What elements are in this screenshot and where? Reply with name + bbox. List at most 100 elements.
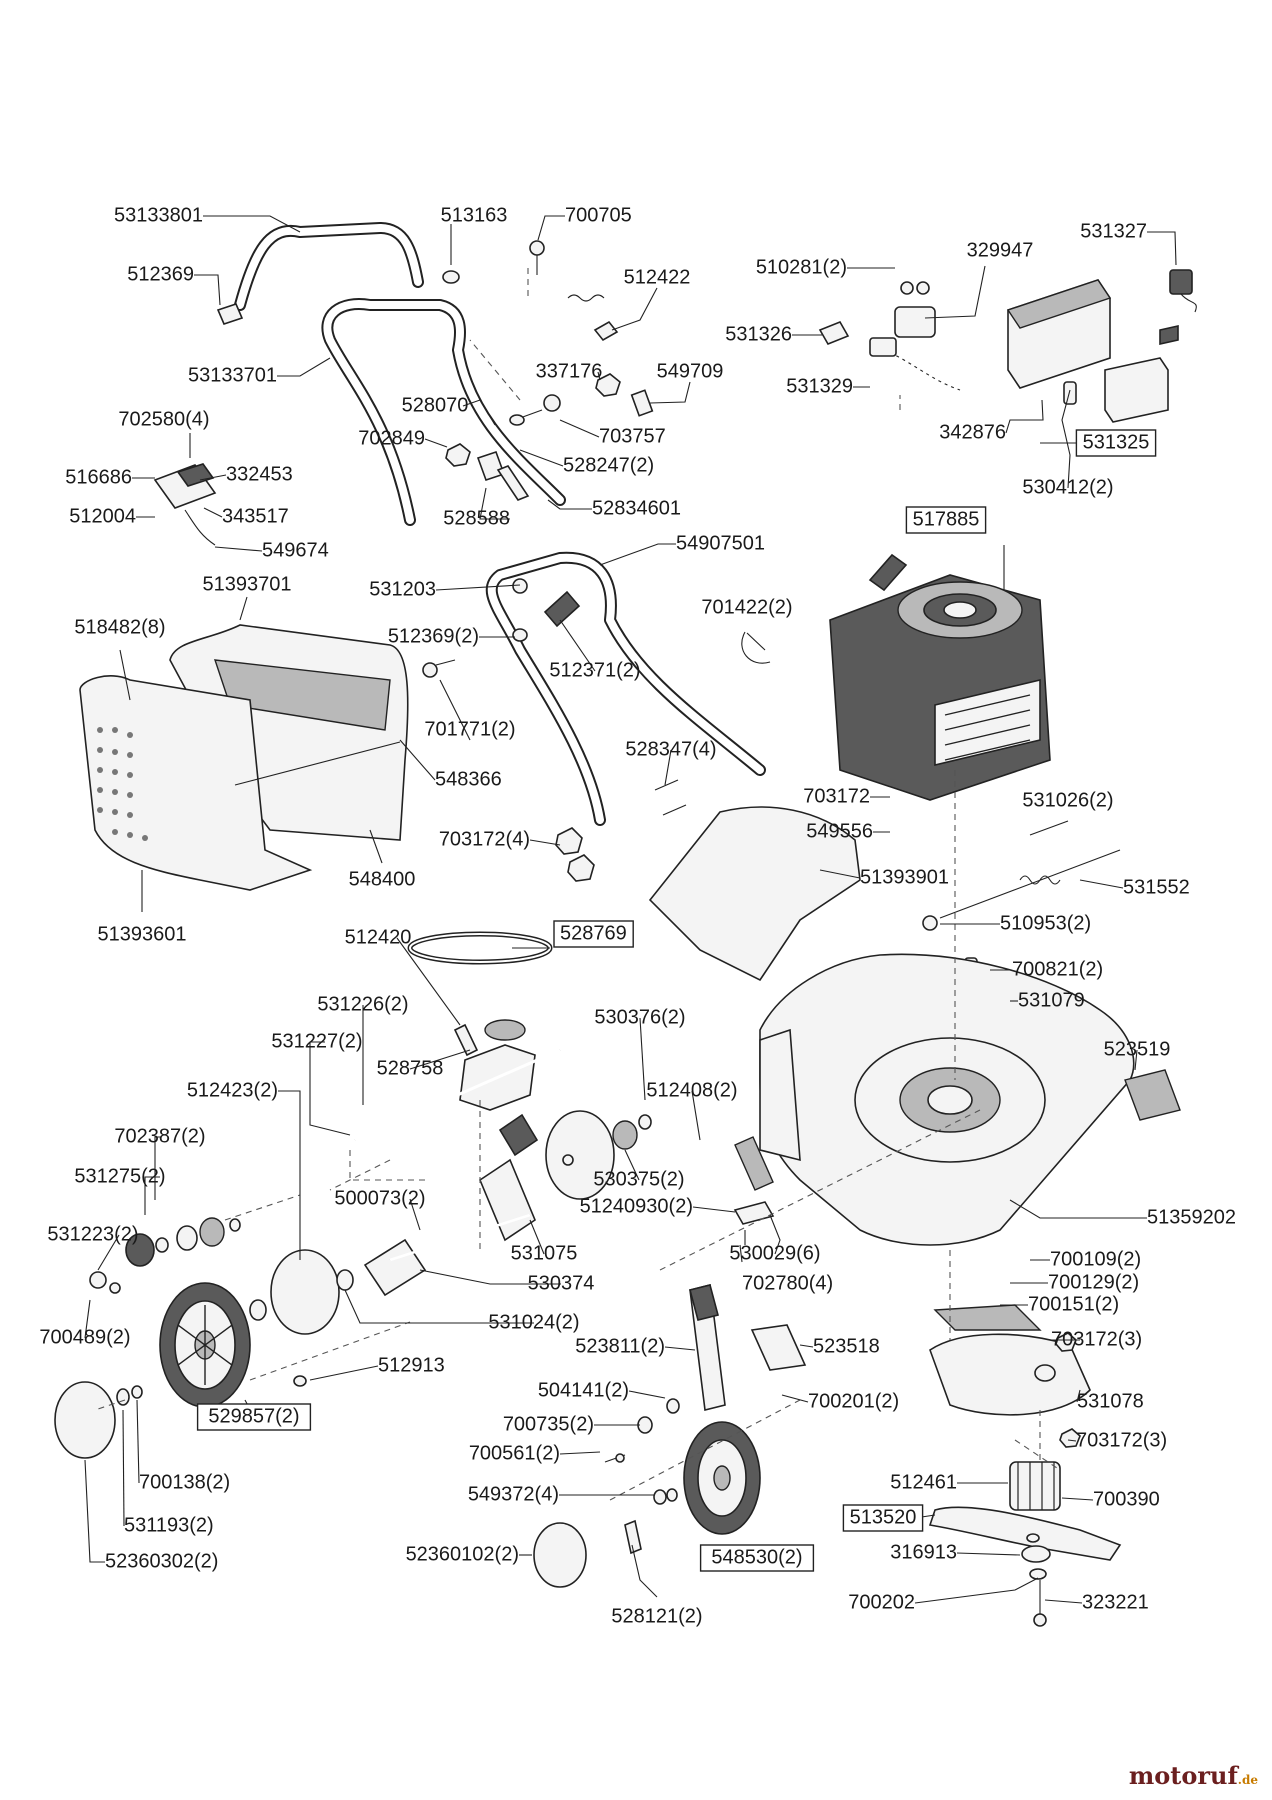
part-number-text: 316913 <box>890 1541 957 1563</box>
part-number-text: 700129(2) <box>1048 1271 1139 1293</box>
part-number-text: 530375(2) <box>593 1168 684 1190</box>
part-label-549674: 549674 <box>262 539 329 561</box>
part-label-531193: 531193(2) <box>124 1514 214 1536</box>
part-label-box <box>1075 429 1157 457</box>
part-label-512461: 512461 <box>890 1471 957 1493</box>
part-label-510953: 510953(2) <box>1000 912 1091 934</box>
part-number-text: 512369(2) <box>388 625 479 647</box>
part-label-700705: 700705 <box>565 204 632 226</box>
part-label-523518: 523518 <box>813 1335 880 1357</box>
part-number-text: 518482(8) <box>74 616 165 638</box>
part-label-702780: 702780(4) <box>742 1272 833 1294</box>
part-label-700735: 700735(2) <box>503 1413 594 1435</box>
part-label-329947: 329947 <box>967 239 1034 261</box>
part-label-54907501: 54907501 <box>676 532 765 554</box>
part-number-text: 51359202 <box>1147 1206 1236 1228</box>
part-label-703757: 703757 <box>599 425 666 447</box>
part-label-703172a: 703172 <box>803 785 870 807</box>
part-label-51359202: 51359202 <box>1147 1206 1236 1228</box>
part-label-512423: 512423(2) <box>187 1079 278 1101</box>
part-number-text: 51393701 <box>203 573 292 595</box>
part-number-text: 703172 <box>803 785 870 807</box>
part-label-512420: 512420 <box>345 926 412 948</box>
part-number-text: 329947 <box>967 239 1034 261</box>
part-number-text: 51240930(2) <box>580 1195 693 1217</box>
part-label-700109: 700109(2) <box>1050 1248 1141 1270</box>
part-number-text: 523519 <box>1104 1038 1171 1060</box>
part-number-text: 531275(2) <box>74 1165 165 1187</box>
part-number-text: 529857(2) <box>208 1405 299 1427</box>
part-label-702580: 702580(4) <box>118 408 209 430</box>
part-number-text: 332453 <box>226 463 293 485</box>
part-label-528588: 528588 <box>443 507 510 529</box>
part-label-531227: 531227(2) <box>271 1030 362 1052</box>
part-label-528347: 528347(4) <box>625 738 716 760</box>
part-number-text: 700138(2) <box>139 1471 230 1493</box>
part-number-text: 531026(2) <box>1022 789 1113 811</box>
part-number-text: 513520 <box>850 1506 917 1528</box>
part-number-text: 52834601 <box>592 497 681 519</box>
part-label-512371: 512371(2) <box>549 659 640 681</box>
part-label-700821: 700821(2) <box>1012 958 1103 980</box>
part-number-text: 549372(4) <box>468 1483 559 1505</box>
part-label-548400: 548400 <box>349 868 416 890</box>
part-number-text: 523518 <box>813 1335 880 1357</box>
part-number-text: 531226(2) <box>317 993 408 1015</box>
part-label-500073: 500073(2) <box>334 1187 425 1209</box>
part-number-text: 531075 <box>511 1242 578 1264</box>
part-number-text: 528588 <box>443 507 510 529</box>
part-number-text: 700201(2) <box>808 1390 899 1412</box>
part-label-549709: 549709 <box>657 360 724 382</box>
part-number-text: 510281(2) <box>756 256 847 278</box>
part-number-text: 54907501 <box>676 532 765 554</box>
part-number-text: 531203 <box>369 578 436 600</box>
part-number-text: 700735(2) <box>503 1413 594 1435</box>
part-label-703172b: 703172(4) <box>439 828 530 850</box>
part-label-337176: 337176 <box>536 360 603 382</box>
part-label-52360102: 52360102(2) <box>406 1543 519 1565</box>
part-number-text: 517885 <box>913 508 980 530</box>
part-number-text: 528758 <box>377 1057 444 1079</box>
part-number-text: 512913 <box>378 1354 445 1376</box>
part-number-text: 531024(2) <box>488 1311 579 1333</box>
part-label-528070: 528070 <box>402 394 469 416</box>
part-label-51393701: 51393701 <box>203 573 292 595</box>
part-label-512369a: 512369 <box>127 263 194 285</box>
part-label-700561: 700561(2) <box>469 1442 560 1464</box>
part-number-text: 531223(2) <box>47 1223 138 1245</box>
part-label-530374: 530374 <box>528 1272 595 1294</box>
part-number-text: 548366 <box>435 768 502 790</box>
part-number-text: 523811(2) <box>575 1335 665 1357</box>
part-label-512408: 512408(2) <box>646 1079 737 1101</box>
part-number-text: 701422(2) <box>701 596 792 618</box>
part-number-text: 323221 <box>1082 1591 1149 1613</box>
part-label-531079: 531079 <box>1018 989 1085 1011</box>
part-number-text: 512420 <box>345 926 412 948</box>
part-number-text: 549556 <box>806 820 873 842</box>
part-label-700201: 700201(2) <box>808 1390 899 1412</box>
part-number-text: 510953(2) <box>1000 912 1091 934</box>
part-number-text: 703172(3) <box>1076 1429 1167 1451</box>
part-label-523519: 523519 <box>1104 1038 1171 1060</box>
part-number-text: 700705 <box>565 204 632 226</box>
part-label-531026: 531026(2) <box>1022 789 1113 811</box>
part-number-text: 700489(2) <box>39 1326 130 1348</box>
part-label-530412: 530412(2) <box>1022 476 1113 498</box>
part-label-702849: 702849 <box>358 427 425 449</box>
part-label-531329: 531329 <box>786 375 853 397</box>
part-number-text: 531326 <box>725 323 792 345</box>
part-label-548366: 548366 <box>435 768 502 790</box>
part-label-700138: 700138(2) <box>139 1471 230 1493</box>
part-number-text: 342876 <box>939 421 1006 443</box>
part-label-531223: 531223(2) <box>47 1223 138 1245</box>
part-label-531326: 531326 <box>725 323 792 345</box>
part-label-531275: 531275(2) <box>74 1165 165 1187</box>
part-number-text: 548530(2) <box>711 1546 802 1568</box>
part-number-text: 703172(3) <box>1051 1328 1142 1350</box>
part-label-531325: 531325 <box>1075 429 1157 457</box>
part-label-530029: 530029(6) <box>729 1242 820 1264</box>
part-label-51393601: 51393601 <box>98 923 187 945</box>
